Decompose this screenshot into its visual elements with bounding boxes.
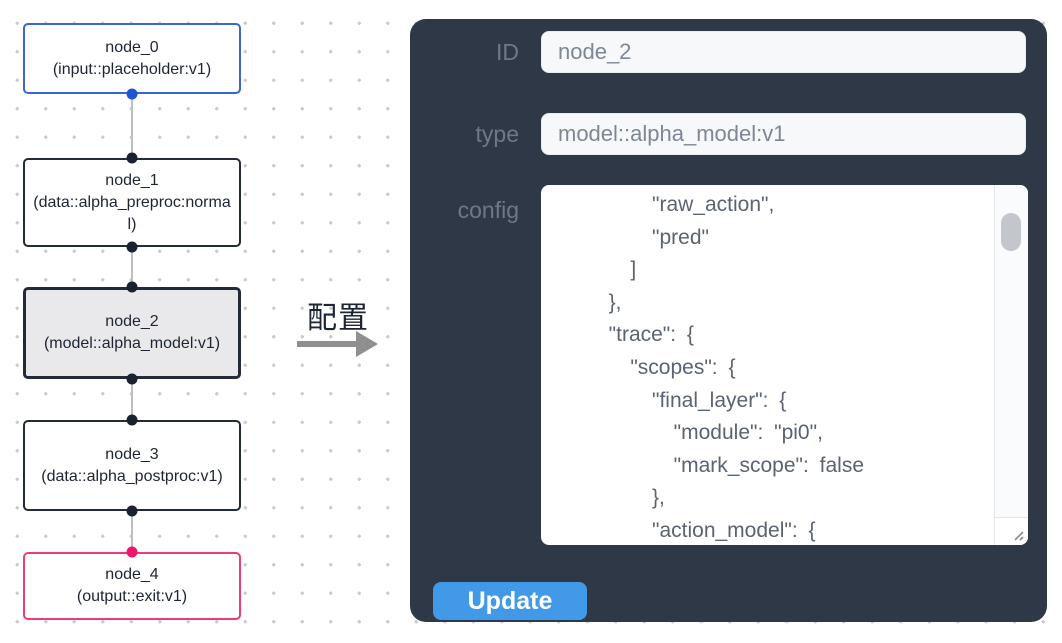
edge-node_3-node_4[interactable] [131, 511, 133, 552]
edge-node_1-node_2[interactable] [131, 247, 133, 287]
configure-arrow-label: 配置 [307, 302, 369, 335]
resize-handle-icon[interactable] [1008, 525, 1026, 543]
port-handle-node_3-bottom[interactable] [126, 505, 138, 517]
update-button[interactable]: Update [433, 582, 587, 620]
port-handle-node_2-top[interactable] [126, 281, 138, 293]
node-node_2[interactable]: node_2 (model::alpha_model:v1) [23, 287, 241, 379]
port-handle-node_0-bottom[interactable] [126, 88, 138, 100]
node-type-label: (output::exit:v1) [76, 588, 188, 605]
node-title: node_4 [105, 566, 159, 583]
vertical-scrollbar[interactable] [994, 185, 1028, 517]
type-input[interactable] [541, 113, 1026, 155]
node-node_0[interactable]: node_0 (input::placeholder:v1) [23, 23, 241, 94]
scrollbar-corner [994, 517, 1028, 545]
port-handle-node_1-bottom[interactable] [126, 241, 138, 253]
arrow-right-icon [356, 331, 378, 357]
node-title: node_2 [105, 313, 159, 330]
node-node_3[interactable]: node_3 (data::alpha_postproc:v1) [23, 420, 241, 511]
port-handle-node_4-top[interactable] [126, 546, 138, 558]
scrollbar-thumb[interactable] [1001, 213, 1021, 251]
configure-arrow-line [297, 341, 357, 347]
node-title: node_0 [105, 38, 159, 56]
config-textarea[interactable]: "raw_action", "pred" ] }, "trace": { "sc… [541, 185, 1028, 545]
config-field-label: config [457, 197, 519, 223]
node-type-label: (input::placeholder:v1) [52, 60, 212, 78]
type-field-label: type [475, 121, 519, 147]
node-type-label: (model::alpha_model:v1) [43, 335, 221, 352]
node-node_1[interactable]: node_1 (data::alpha_preproc:normal) [23, 158, 241, 247]
id-field-label: ID [496, 39, 519, 65]
config-json-text: "raw_action", "pred" ] }, "trace": { "sc… [608, 193, 864, 542]
node-type-label: (data::alpha_preproc:normal) [33, 193, 231, 233]
node-title: node_3 [105, 445, 159, 463]
node-type-label: (data::alpha_postproc:v1) [41, 467, 223, 485]
node-title: node_1 [105, 171, 159, 189]
edge-node_0-node_1[interactable] [131, 94, 133, 158]
port-handle-node_3-top[interactable] [126, 414, 138, 426]
id-input[interactable] [541, 31, 1026, 73]
node-node_4[interactable]: node_4 (output::exit:v1) [23, 552, 241, 620]
inspector-panel: ID type config "raw_action", "pred" ] },… [410, 19, 1047, 622]
port-handle-node_1-top[interactable] [126, 152, 138, 164]
port-handle-node_2-bottom[interactable] [126, 373, 138, 385]
edge-node_2-node_3[interactable] [131, 379, 133, 420]
